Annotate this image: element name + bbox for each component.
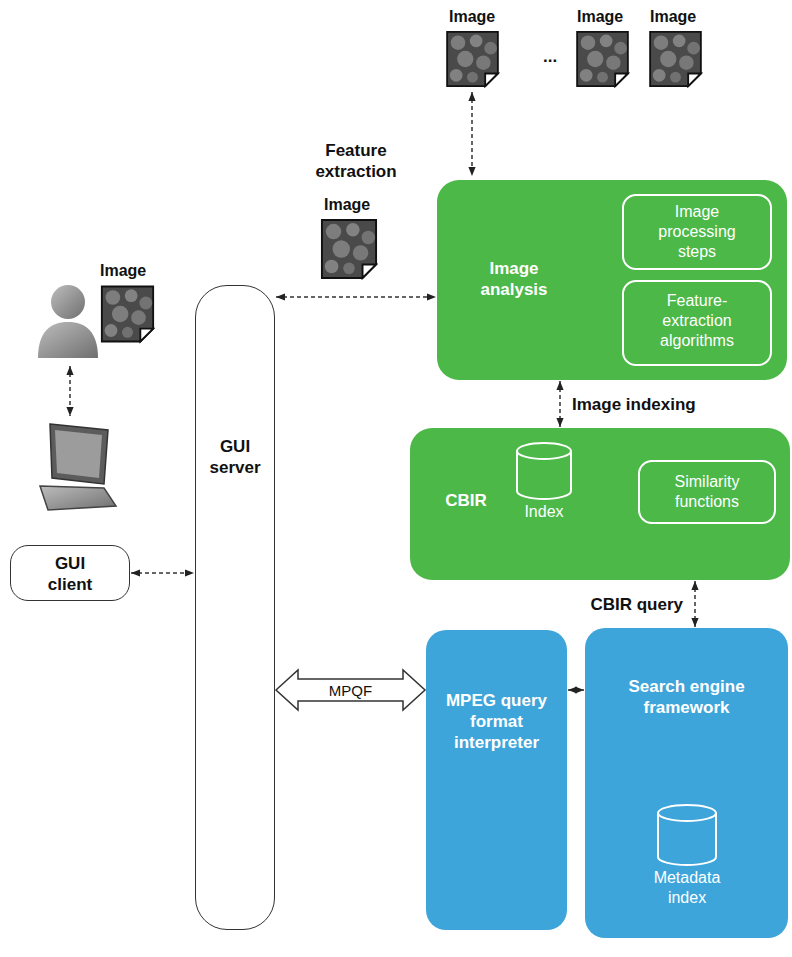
image-label: Image: [100, 260, 160, 281]
node-title: MPEG query format interpreter: [441, 690, 553, 753]
dashed-arrow: [471, 92, 473, 176]
process-box: Image analysis Image processing stepsFeat…: [437, 180, 787, 380]
node-title: CBIR: [436, 490, 496, 511]
image-thumbnail: [102, 287, 153, 342]
dashed-arrow: [559, 381, 561, 427]
hollow-double-arrow: [276, 670, 425, 710]
image-thumbnail: [447, 32, 498, 86]
dashed-arrow: [69, 366, 71, 416]
process-label: Feature extraction: [296, 140, 416, 182]
image-label: Image: [324, 194, 384, 215]
node-title: Image processing steps: [637, 202, 757, 262]
dashed-arrow: [131, 572, 194, 574]
node-title: GUI server: [200, 436, 270, 478]
node-title: GUI client: [40, 553, 100, 595]
node-title: Index: [508, 502, 580, 522]
dashed-arrow: [276, 296, 436, 298]
image-label: Image: [650, 6, 710, 27]
database-icon: Metadata index: [641, 804, 733, 916]
node-title: Feature-extraction algorithms: [637, 291, 757, 351]
ellipsis: ...: [543, 46, 573, 67]
node-title: Similarity functions: [652, 472, 762, 512]
edge-label: Image indexing: [570, 394, 698, 415]
cylinder-shape: [516, 442, 572, 500]
image-thumbnail: [322, 220, 376, 278]
function-box: Similarity functions: [638, 460, 776, 524]
laptop-icon: [40, 424, 116, 510]
image-label: Image: [577, 6, 637, 27]
edge-label: MPQF: [329, 682, 372, 699]
dashed-arrow: [568, 689, 584, 691]
node-title: Image analysis: [459, 258, 569, 300]
node-title: Search engine framework: [627, 676, 747, 718]
step-box: Image processing steps: [622, 194, 772, 270]
image-label: Image: [449, 6, 509, 27]
image-thumbnail: [577, 32, 628, 86]
client-box: GUI client: [10, 545, 130, 601]
engine-box: Search engine frameworkMetadata index: [585, 628, 788, 938]
interpreter-box: MPEG query format interpreter: [426, 630, 567, 930]
server-box: GUI server: [195, 285, 275, 930]
cylinder-shape: [657, 804, 717, 866]
dashed-arrow: [694, 581, 696, 627]
step-box: Feature-extraction algorithms: [622, 280, 772, 366]
user-icon: [38, 285, 98, 358]
edge-label: CBIR query: [588, 594, 685, 615]
image-thumbnail: [650, 32, 701, 86]
node-title: Metadata index: [641, 868, 733, 908]
process-box: CBIR Index Similarity functions: [410, 428, 790, 580]
database-icon: Index: [508, 442, 580, 530]
